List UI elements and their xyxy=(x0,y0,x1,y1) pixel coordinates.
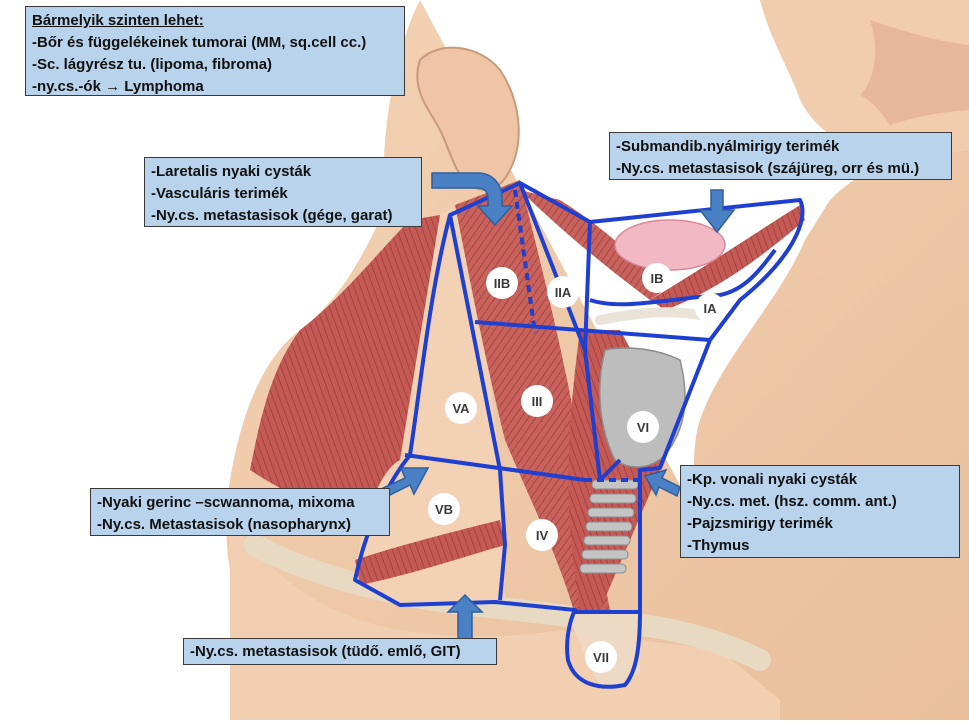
svg-text:III: III xyxy=(532,394,543,409)
arrow-level4-up xyxy=(446,593,484,641)
label-line: -ny.cs.-ók → Lymphoma xyxy=(32,78,204,95)
label-line: -Thymus xyxy=(687,537,750,554)
label-line: -Vasculáris terimék xyxy=(151,185,288,202)
mylohyoid-muscle xyxy=(650,205,805,310)
boundary-cricoid-level xyxy=(404,453,586,482)
shoulder-skin xyxy=(230,520,780,720)
level-label-VA: VA xyxy=(445,392,477,424)
arrow-level2-curved xyxy=(431,172,514,227)
svg-text:IIA: IIA xyxy=(555,285,572,300)
arrow-level5-up xyxy=(381,467,430,497)
label-line: -Ny.cs. met. (hsz. comm. ant.) xyxy=(687,493,897,510)
label-box-level6: -Kp. vonali nyaki cysták -Ny.cs. met. (h… xyxy=(680,465,960,558)
svg-text:IV: IV xyxy=(536,528,549,543)
level-label-VI: VI xyxy=(627,411,659,443)
label-box-level2: -Laretalis nyaki cysták -Vasculáris teri… xyxy=(144,157,422,227)
label-line: -Ny.cs. metastasisok (tüdő. emlő, GIT) xyxy=(190,643,461,660)
level-label-IIB: IIB xyxy=(486,267,518,299)
ear xyxy=(416,46,520,191)
label-box-level5: -Nyaki gerinc –scwannoma, mixoma -Ny.cs.… xyxy=(90,488,390,536)
thyroid-cartilage xyxy=(599,347,686,468)
label-line: -Pajzsmirigy terimék xyxy=(687,515,833,532)
svg-text:VA: VA xyxy=(452,401,470,416)
label-box-level4: -Ny.cs. metastasisok (tüdő. emlő, GIT) xyxy=(183,638,497,665)
level-label-VB: VB xyxy=(428,493,460,525)
label-box-general: Bármelyik szinten lehet: -Bőr és függelé… xyxy=(25,6,405,96)
label-box-level1: -Submandib.nyálmirigy terimék -Ny.cs. me… xyxy=(609,132,952,180)
arrow-level1-down xyxy=(698,189,736,234)
level-label-IV: IV xyxy=(526,519,558,551)
lips xyxy=(860,20,969,125)
level-label-IA: IA xyxy=(695,293,725,323)
boundary-level1-lower xyxy=(583,221,592,351)
level-label-VII: VII xyxy=(585,641,617,673)
label-line: -Ny.cs. metastasisok (szájüreg, orr és m… xyxy=(616,160,920,177)
boundary-scm-posterior xyxy=(448,214,507,601)
label-line: -Ny.cs. metastasisok (gége, garat) xyxy=(151,207,393,224)
level-label-IIA: IIA xyxy=(547,276,579,308)
boundary-scm-anterior xyxy=(518,182,622,482)
boundary-iia-iib-dashed xyxy=(513,189,537,334)
clavicle xyxy=(244,534,771,671)
label-line: -Bőr és függelékeinek tumorai (MM, sq.ce… xyxy=(32,34,367,51)
level-boundaries xyxy=(353,181,805,689)
svg-text:VII: VII xyxy=(593,650,609,665)
arrow-level6-left xyxy=(643,468,681,498)
level-label-IB: IB xyxy=(642,263,672,293)
label-line: -Ny.cs. Metastasisok (nasopharynx) xyxy=(97,516,351,533)
label-line: -Nyaki gerinc –scwannoma, mixoma xyxy=(97,494,355,511)
label-line: -Kp. vonali nyaki cysták xyxy=(687,471,858,488)
label-line: -Sc. lágyrész tu. (lipoma, fibroma) xyxy=(32,56,273,73)
svg-text:VB: VB xyxy=(435,502,453,517)
level-label-III: III xyxy=(521,385,553,417)
boundary-outer xyxy=(353,181,805,689)
trachea-rings xyxy=(579,479,639,574)
label-box-general-title: Bármelyik szinten lehet: xyxy=(32,12,204,29)
omohyoid-muscle xyxy=(355,520,505,585)
svg-text:IB: IB xyxy=(651,271,664,286)
svg-text:IA: IA xyxy=(704,301,718,316)
submandibular-gland xyxy=(614,219,726,271)
label-line: -Laretalis nyaki cysták xyxy=(151,163,312,180)
trapezius-muscle xyxy=(250,215,440,520)
boundary-hyoid-level xyxy=(474,320,711,342)
hyoid-bone xyxy=(595,307,705,325)
label-line: -Submandib.nyálmirigy terimék xyxy=(616,138,840,155)
digastric-muscle xyxy=(520,190,665,300)
svg-text:VI: VI xyxy=(637,420,649,435)
svg-text:IIB: IIB xyxy=(494,276,511,291)
